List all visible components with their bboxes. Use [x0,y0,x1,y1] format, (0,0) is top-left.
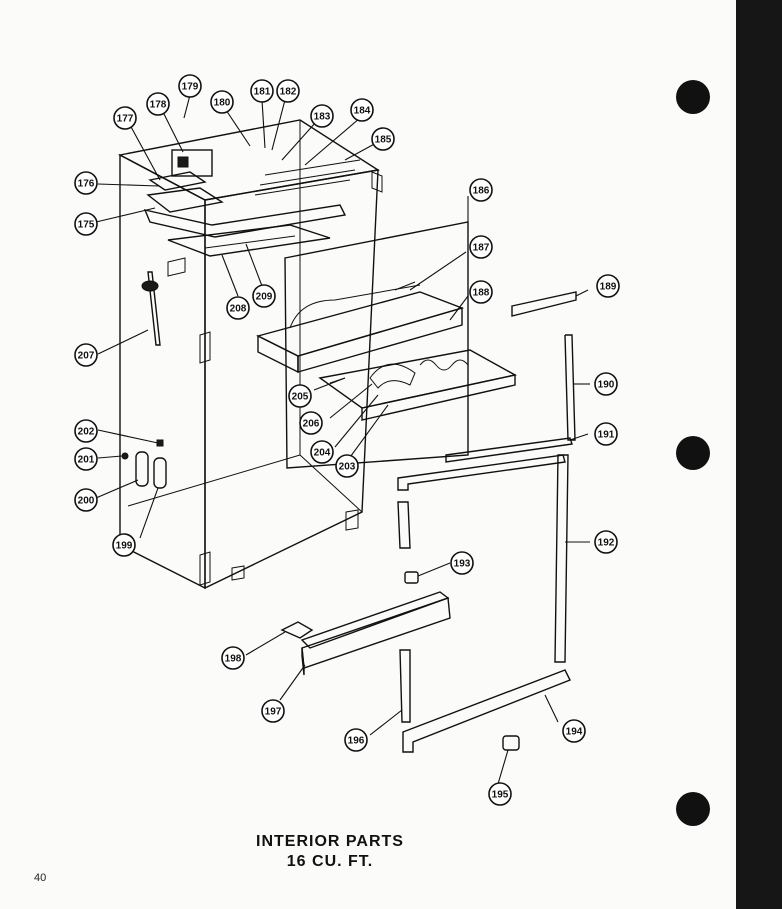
clip-193 [404,571,419,584]
callout-181: 181 [250,79,274,103]
evaporator-cover [167,224,331,277]
callout-200: 200 [74,488,98,512]
callout-208: 208 [226,296,250,320]
callout-184-top: 184 [350,98,374,122]
freezer-shelf [318,349,517,421]
svg-text:183: 183 [314,112,331,123]
callout-194: 194 [562,719,586,743]
callout-191: 191 [594,422,618,446]
svg-text:207: 207 [78,351,95,362]
svg-text:188: 188 [473,288,490,299]
svg-text:191: 191 [598,430,615,441]
callout-176: 176 [74,171,98,195]
svg-text:185: 185 [375,135,392,146]
svg-text:179: 179 [182,82,199,93]
breaker-strip-191 [445,437,573,463]
svg-text:189: 189 [600,282,617,293]
callout-175: 175 [74,212,98,236]
svg-text:192: 192 [598,538,615,549]
callout-183: 183 [310,104,334,128]
ice-tray [256,281,465,374]
svg-text:187: 187 [473,243,490,254]
callout-182: 182 [276,79,300,103]
cabinet-liner [117,119,383,590]
clip-195 [502,735,520,751]
part-201 [121,452,129,460]
svg-text:177: 177 [117,114,134,125]
svg-text:180: 180 [214,98,231,109]
binder-hole-middle [676,436,710,470]
callout-187: 187 [469,235,493,259]
callout-193: 193 [450,551,474,575]
svg-text:204: 204 [314,448,331,459]
callout-180: 180 [210,90,234,114]
svg-text:184: 184 [354,106,371,117]
callout-177: 177 [113,106,137,130]
callout-179: 179 [178,74,202,98]
svg-text:205: 205 [292,392,309,403]
callout-198: 198 [221,646,245,670]
callout-204: 204 [310,440,334,464]
svg-text:206: 206 [303,419,320,430]
control-housing [143,149,361,238]
svg-text:196: 196 [348,736,365,747]
callout-203: 203 [335,454,359,478]
binder-hole-top [676,80,710,114]
part-200 [135,451,149,487]
svg-text:202: 202 [78,427,95,438]
title-line-2: 16 CU. FT. [286,853,374,870]
callout-189: 189 [596,274,620,298]
diagram-title: INTERIOR PARTS 16 CU. FT. [200,832,460,872]
callout-199: 199 [112,533,136,557]
seal-strip [141,271,161,346]
breaker-strip-190 [564,334,576,441]
svg-text:182: 182 [280,87,297,98]
callout-197: 197 [261,699,285,723]
svg-text:209: 209 [256,292,273,303]
callout-206: 206 [299,411,323,435]
lower-frame [399,649,571,753]
callout-195: 195 [488,782,512,806]
part-199 [153,457,167,489]
callout-192: 192 [594,530,618,554]
callout-186: 186 [469,178,493,202]
leader-lines [95,94,590,785]
svg-text:197: 197 [265,707,282,718]
svg-text:181: 181 [254,87,271,98]
scanned-page-edge [736,0,782,909]
callout-178: 178 [146,92,170,116]
svg-text:176: 176 [78,179,95,190]
callout-185: 185 [371,127,395,151]
svg-text:200: 200 [78,496,95,507]
callout-202: 202 [74,419,98,443]
crisper-cover [280,591,451,676]
callout-205: 205 [288,384,312,408]
svg-text:198: 198 [225,654,242,665]
svg-text:175: 175 [78,220,95,231]
trim-189 [511,291,577,317]
svg-text:194: 194 [566,727,583,738]
callout-201: 201 [74,447,98,471]
svg-text:190: 190 [598,380,615,391]
callout-207: 207 [74,343,98,367]
svg-text:193: 193 [454,559,471,570]
svg-text:186: 186 [473,186,490,197]
svg-text:201: 201 [78,455,95,466]
page-number: 40 [34,872,47,884]
callout-188: 188 [469,280,493,304]
title-line-1: INTERIOR PARTS [256,833,404,850]
callout-190: 190 [594,372,618,396]
svg-text:203: 203 [339,462,356,473]
binder-hole-bottom [676,792,710,826]
svg-text:208: 208 [230,304,247,315]
svg-text:178: 178 [150,100,167,111]
gasket-frame [397,454,569,663]
svg-text:195: 195 [492,790,509,801]
callout-196: 196 [344,728,368,752]
divider-panel [284,221,469,469]
callout-209: 209 [252,284,276,308]
svg-text:199: 199 [116,541,133,552]
